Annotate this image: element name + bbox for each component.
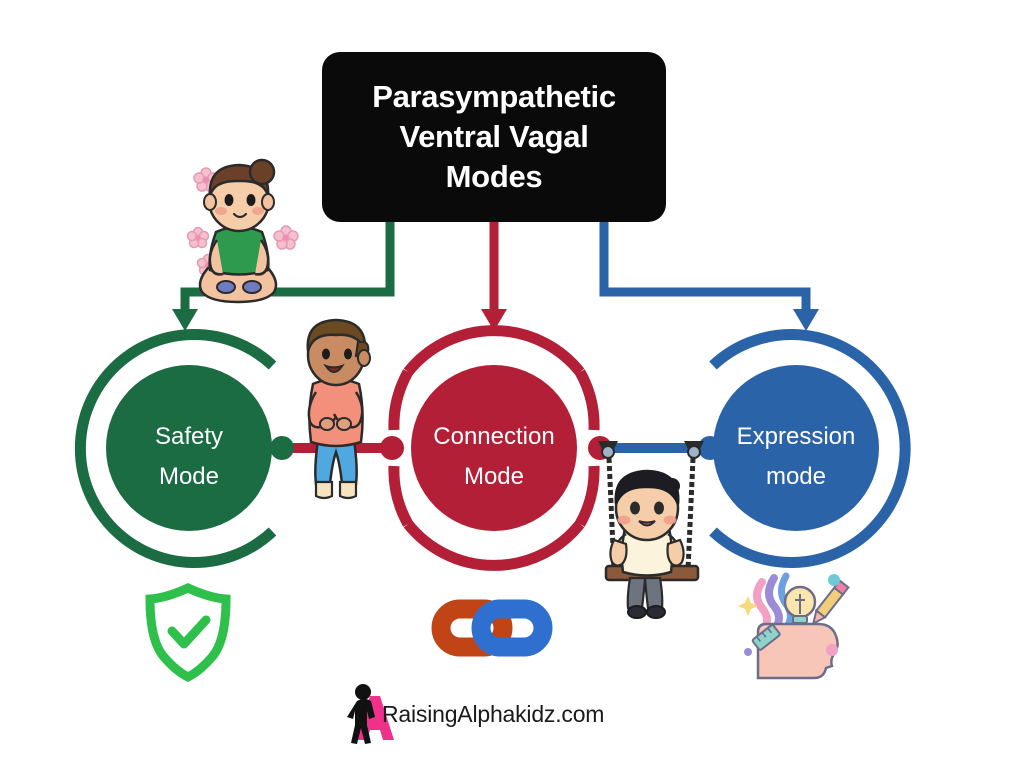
expression-label-line1: Expression: [737, 423, 856, 450]
connection-label-line2: Mode: [464, 463, 524, 490]
node-safety[interactable]: Safety Mode: [74, 329, 277, 568]
expression-ring: [709, 329, 911, 568]
arrow-to-expression: [599, 222, 819, 331]
safety-label-line2: Mode: [159, 463, 219, 490]
node-connection[interactable]: Connection Mode: [388, 325, 600, 571]
character-on-swing: [598, 441, 704, 619]
safety-ring: [74, 329, 277, 568]
footer-site-text: RaisingAlphakidz.com: [382, 701, 605, 727]
arrow-to-safety: [172, 222, 395, 331]
safety-label-line1: Safety: [155, 423, 223, 450]
character-hands-on-heart: [306, 318, 371, 500]
expression-disc: [713, 365, 879, 531]
shield-check-icon: [145, 583, 231, 683]
creative-mind-icon: [738, 572, 850, 680]
raising-alphakidz-logo: [347, 684, 394, 744]
connection-label-line1: Connection: [433, 423, 554, 450]
connection-disc: [411, 365, 577, 531]
title-line-2: Ventral Vagal: [399, 119, 589, 154]
safety-disc: [106, 365, 272, 531]
title-line-3: Modes: [445, 159, 543, 194]
title-line-1: Parasympathetic: [372, 79, 616, 114]
arrow-to-connection: [481, 222, 507, 331]
expression-label-line2: mode: [766, 463, 826, 490]
chain-link-icon: [431, 599, 553, 657]
title-box: Parasympathetic Ventral Vagal Modes: [322, 52, 666, 222]
node-expression[interactable]: Expression mode: [709, 329, 911, 568]
character-meditating-girl: [186, 158, 299, 304]
